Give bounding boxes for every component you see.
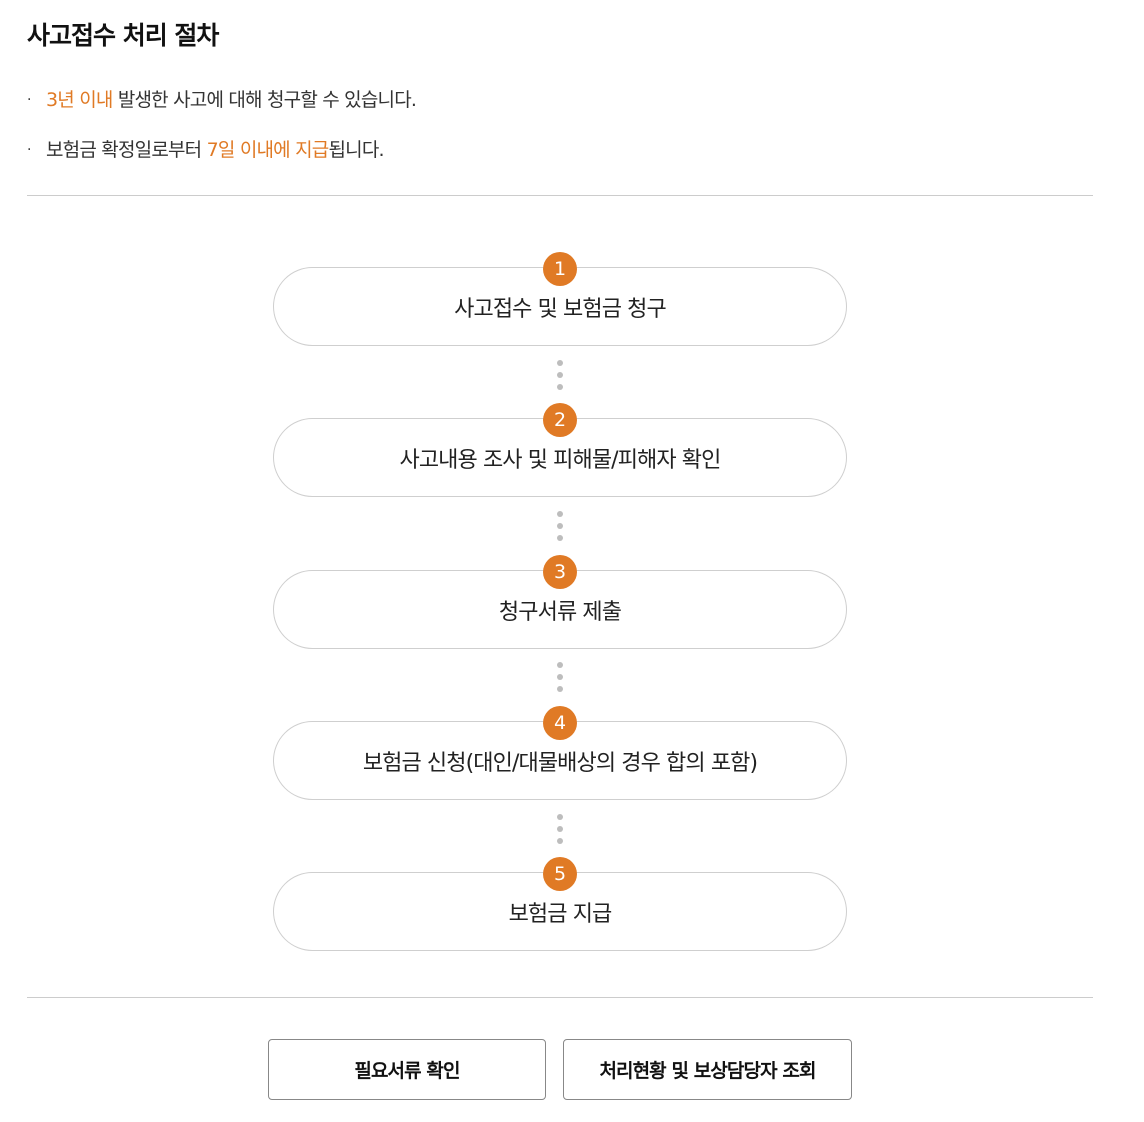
step-label: 청구서류 제출 bbox=[273, 570, 847, 649]
notice-highlight: 7일 이내에 지급 bbox=[206, 139, 330, 161]
required-documents-button[interactable]: 필요서류 확인 bbox=[268, 1039, 546, 1100]
notice-highlight: 3년 이내 bbox=[46, 89, 113, 111]
step-label: 보험금 지급 bbox=[273, 872, 847, 951]
step-number-badge: 4 bbox=[543, 706, 577, 740]
step-number-badge: 5 bbox=[543, 857, 577, 891]
page-title: 사고접수 처리 절차 bbox=[27, 21, 219, 50]
notice-item-payment: · 보험금 확정일로부터 7일 이내에 지급됩니다. bbox=[27, 134, 416, 166]
step-connector bbox=[557, 662, 563, 698]
notice-text: 됩니다. bbox=[328, 139, 384, 161]
claim-status-button[interactable]: 처리현황 및 보상담당자 조회 bbox=[563, 1039, 852, 1100]
step-number-badge: 2 bbox=[543, 403, 577, 437]
divider bbox=[27, 997, 1093, 998]
step-number-badge: 3 bbox=[543, 555, 577, 589]
step-connector bbox=[557, 814, 563, 850]
step-number-badge: 1 bbox=[543, 252, 577, 286]
notice-list: · 3년 이내 발생한 사고에 대해 청구할 수 있습니다. · 보험금 확정일로부… bbox=[27, 84, 417, 184]
bullet-icon: · bbox=[27, 92, 31, 108]
bullet-icon: · bbox=[27, 142, 31, 158]
action-buttons: 필요서류 확인 처리현황 및 보상담당자 조회 bbox=[268, 1039, 852, 1100]
step-connector bbox=[557, 511, 563, 547]
step-connector bbox=[557, 360, 563, 396]
notice-text: 발생한 사고에 대해 청구할 수 있습니다. bbox=[112, 89, 417, 111]
notice-item-period: · 3년 이내 발생한 사고에 대해 청구할 수 있습니다. bbox=[27, 84, 417, 116]
divider bbox=[27, 195, 1093, 196]
notice-text: 보험금 확정일로부터 bbox=[46, 139, 207, 161]
